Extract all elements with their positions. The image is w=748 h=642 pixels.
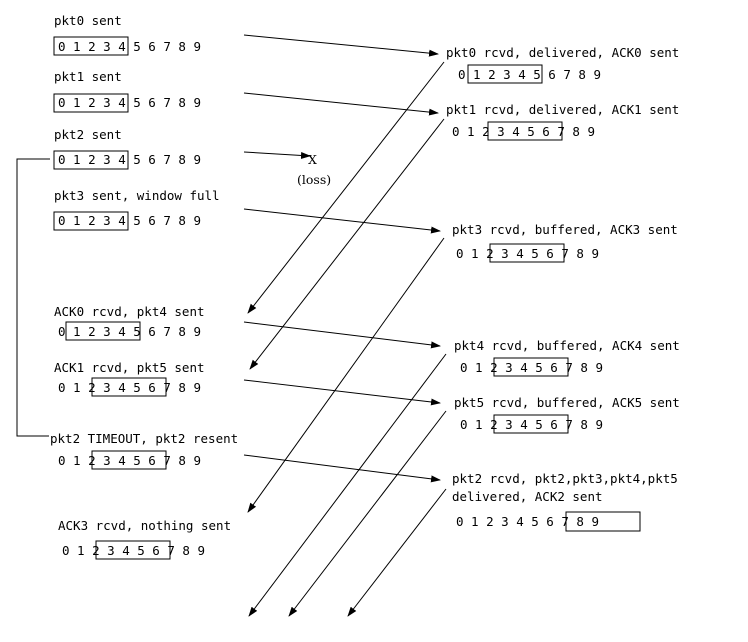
receiver-event-label: pkt4 rcvd, buffered, ACK4 sent (454, 338, 680, 353)
receiver-window-box (467, 64, 543, 84)
sender-event-label: pkt3 sent, window full (54, 188, 220, 203)
receiver-event-label: pkt5 rcvd, buffered, ACK5 sent (454, 395, 680, 410)
sender-window-box (95, 540, 171, 560)
sender-window-box (53, 150, 129, 170)
sender-sequence: 0 1 2 3 4 5 6 7 8 9 (58, 324, 201, 339)
loss-label: (loss) (297, 172, 331, 187)
receiver-sequence: 0 1 2 3 4 5 6 7 8 9 (456, 246, 599, 261)
receiver-window-box (493, 414, 569, 434)
sender-sequence: 0 1 2 3 4 5 6 7 8 9 (58, 213, 201, 228)
sender-event-label: ACK0 rcvd, pkt4 sent (54, 304, 205, 319)
ack2-arrow (347, 488, 447, 617)
sender-sequence: 0 1 2 3 4 5 6 7 8 9 (58, 95, 201, 110)
receiver-sequence: 0 1 2 3 4 5 6 7 8 9 (460, 417, 603, 432)
sender-event-label: pkt2 sent (54, 127, 122, 142)
receiver-window-box (487, 121, 563, 141)
timeout-timer-bracket (16, 158, 50, 437)
receiver-event-label: pkt2 rcvd, pkt2,pkt3,pkt4,pkt5 (452, 471, 678, 486)
sender-window-box (91, 377, 167, 397)
receiver-event-label-continued: delivered, ACK2 sent (452, 489, 603, 504)
sender-window-box (53, 93, 129, 113)
receiver-event-label: pkt0 rcvd, delivered, ACK0 sent (446, 45, 679, 60)
sender-event-label: pkt1 sent (54, 69, 122, 84)
sender-sequence: 0 1 2 3 4 5 6 7 8 9 (62, 543, 205, 558)
sender-event-label: pkt0 sent (54, 13, 122, 28)
pkt2-resent-arrow (243, 454, 441, 483)
receiver-event-label: pkt3 rcvd, buffered, ACK3 sent (452, 222, 678, 237)
sender-sequence: 0 1 2 3 4 5 6 7 8 9 (58, 453, 201, 468)
ack5-arrow (288, 410, 447, 617)
pkt1-arrow (243, 92, 439, 116)
sender-sequence: 0 1 2 3 4 5 6 7 8 9 (58, 380, 201, 395)
ack0-arrow (247, 61, 445, 314)
receiver-window-box (493, 357, 569, 377)
receiver-event-label: pkt1 rcvd, delivered, ACK1 sent (446, 102, 679, 117)
sender-window-box (53, 211, 129, 231)
receiver-sequence: 0 1 2 3 4 5 6 7 8 9 (456, 514, 599, 529)
ack3-arrow (247, 237, 445, 513)
receiver-window-box (489, 243, 565, 263)
pkt2-lost-arrow (243, 151, 311, 159)
sender-event-label: ACK1 rcvd, pkt5 sent (54, 360, 205, 375)
sender-event-label: pkt2 TIMEOUT, pkt2 resent (50, 431, 238, 446)
pkt3-arrow (243, 208, 441, 234)
receiver-sequence: 0 1 2 3 4 5 6 7 8 9 (460, 360, 603, 375)
receiver-sequence: 0 1 2 3 4 5 6 7 8 9 (458, 67, 601, 82)
sender-sequence: 0 1 2 3 4 5 6 7 8 9 (58, 39, 201, 54)
sender-sequence: 0 1 2 3 4 5 6 7 8 9 (58, 152, 201, 167)
ack4-arrow (248, 353, 447, 617)
sender-window-box (65, 321, 141, 341)
loss-x-mark: X (308, 152, 317, 167)
pkt4-arrow (243, 321, 441, 349)
sender-window-box (53, 36, 129, 56)
pkt0-arrow (243, 34, 439, 57)
sender-window-box (91, 450, 167, 470)
receiver-sequence: 0 1 2 3 4 5 6 7 8 9 (452, 124, 595, 139)
sender-event-label: ACK3 rcvd, nothing sent (58, 518, 231, 533)
pkt5-arrow (243, 379, 441, 406)
receiver-window-box (565, 511, 641, 532)
ack1-arrow (249, 118, 445, 370)
